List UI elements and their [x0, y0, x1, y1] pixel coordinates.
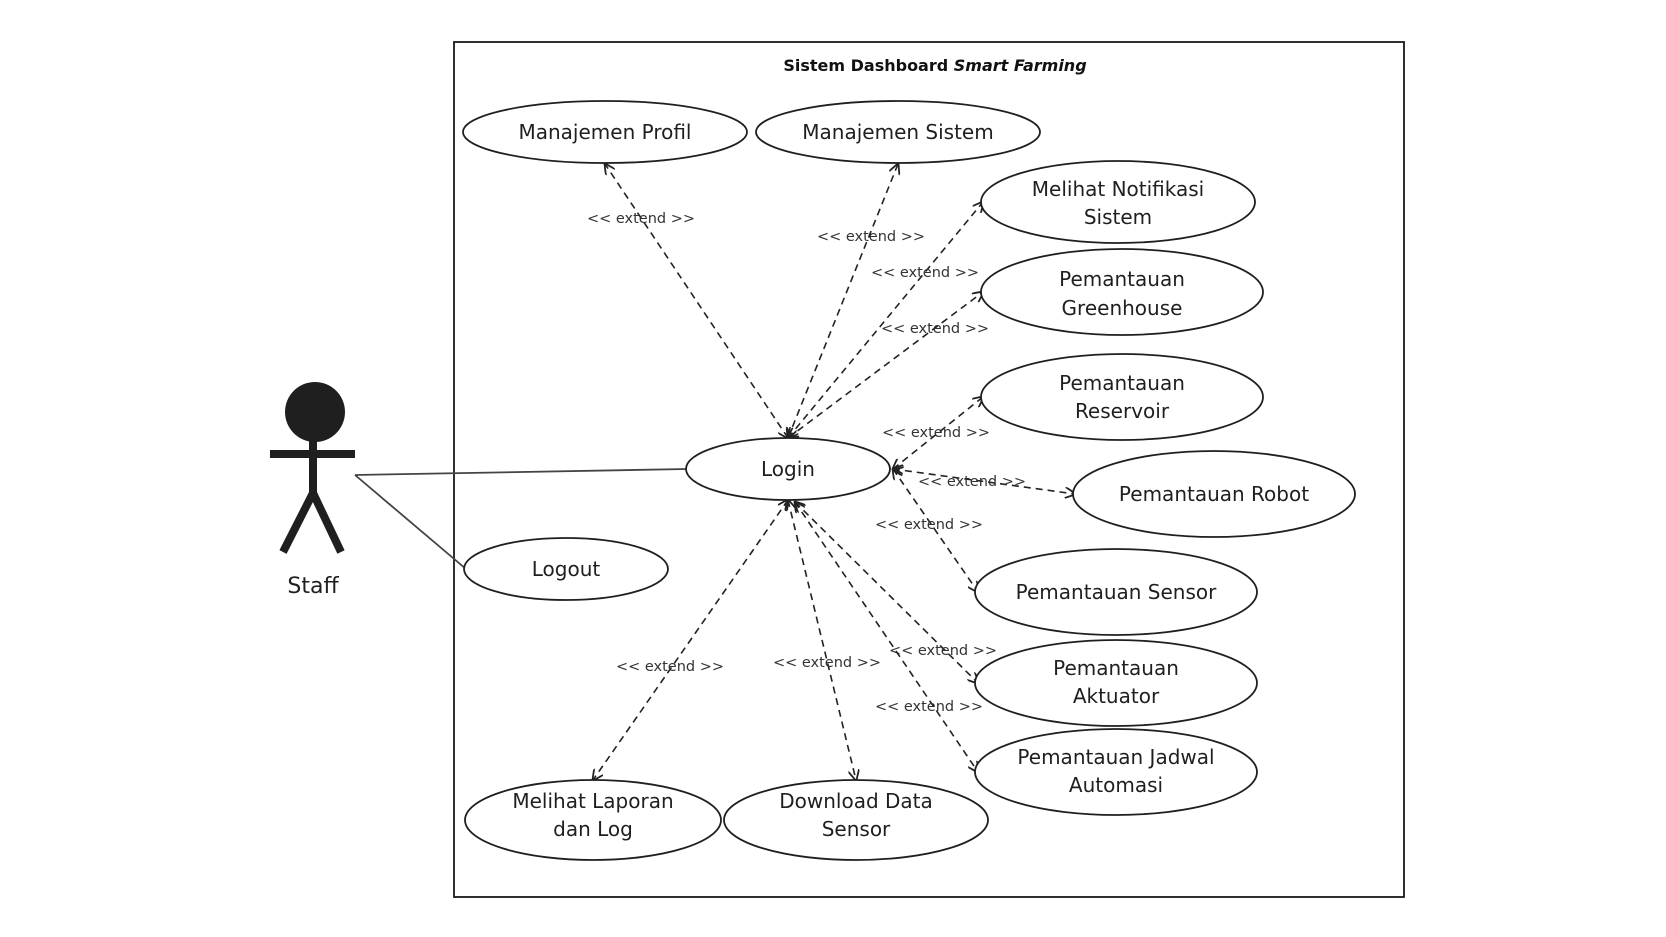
extend-label-robot: << extend >> — [918, 474, 1026, 490]
extend-line-laporan — [593, 500, 788, 780]
association-staff-logout — [354, 474, 467, 570]
extend-label-greenhouse: << extend >> — [881, 321, 989, 337]
use-case-pemantauan-greenhouse-label-1: Pemantauan — [1059, 267, 1185, 291]
extend-label-sensor: << extend >> — [875, 517, 983, 533]
extend-relations: << extend >> << extend >> << extend >> <… — [587, 164, 1075, 780]
extend-line-greenhouse — [788, 292, 983, 438]
use-case-manajemen-sistem-label: Manajemen Sistem — [802, 120, 993, 144]
actor-label: Staff — [287, 574, 339, 599]
use-case-pemantauan-sensor-label: Pemantauan Sensor — [1016, 580, 1217, 604]
use-case-pemantauan-aktuator-label-2: Aktuator — [1073, 684, 1160, 708]
use-case-pemantauan-reservoir-label-2: Reservoir — [1075, 399, 1170, 423]
use-case-pemantauan-greenhouse-label-2: Greenhouse — [1062, 296, 1183, 320]
use-case-pemantauan-jadwal-label-1: Pemantauan Jadwal — [1017, 745, 1214, 769]
actor-staff: Staff — [270, 382, 355, 599]
use-case-pemantauan-sensor: Pemantauan Sensor — [974, 548, 1258, 636]
use-case-pemantauan-reservoir: Pemantauan Reservoir — [980, 353, 1264, 441]
use-case-pemantauan-aktuator: Pemantauan Aktuator — [974, 639, 1258, 727]
use-case-logout-label: Logout — [532, 557, 601, 581]
use-case-download-data: Download Data Sensor — [723, 779, 989, 861]
extend-line-download — [788, 500, 856, 780]
use-case-manajemen-profil-label: Manajemen Profil — [518, 120, 691, 144]
use-case-manajemen-sistem: Manajemen Sistem — [755, 100, 1041, 164]
extend-line-jadwal — [795, 502, 978, 772]
extend-label-notifikasi: << extend >> — [871, 265, 979, 281]
actor-right-leg — [309, 491, 345, 554]
use-case-pemantauan-aktuator-label-1: Pemantauan — [1053, 656, 1179, 680]
use-case-melihat-notifikasi-label-1: Melihat Notifikasi — [1032, 177, 1204, 201]
use-case-login-label: Login — [761, 457, 815, 481]
use-case-melihat-laporan-label-1: Melihat Laporan — [512, 789, 673, 813]
system-title: Sistem Dashboard Smart Farming — [783, 56, 1086, 75]
use-case-melihat-laporan: Melihat Laporan dan Log — [464, 779, 722, 861]
extend-label-laporan: << extend >> — [616, 659, 724, 675]
use-case-login: Login — [685, 437, 891, 501]
use-case-melihat-notifikasi: Melihat Notifikasi Sistem — [980, 160, 1256, 244]
use-case-download-data-label-2: Sensor — [822, 817, 891, 841]
use-case-logout: Logout — [463, 537, 669, 601]
use-case-pemantauan-reservoir-label-1: Pemantauan — [1059, 371, 1185, 395]
use-case-melihat-notifikasi-label-2: Sistem — [1084, 205, 1152, 229]
actor-left-leg — [279, 491, 317, 554]
extend-label-profil: << extend >> — [587, 211, 695, 227]
system-boundary — [453, 41, 1405, 898]
extend-label-jadwal: << extend >> — [875, 699, 983, 715]
association-staff-login — [354, 468, 688, 476]
use-case-download-data-label-1: Download Data — [779, 789, 933, 813]
use-case-manajemen-profil: Manajemen Profil — [462, 100, 748, 164]
extend-label-download: << extend >> — [773, 655, 881, 671]
use-case-pemantauan-jadwal-label-2: Automasi — [1069, 773, 1163, 797]
use-case-pemantauan-robot-label: Pemantauan Robot — [1119, 482, 1309, 506]
use-case-pemantauan-jadwal: Pemantauan Jadwal Automasi — [974, 728, 1258, 816]
extend-line-sistem — [788, 164, 898, 438]
use-case-pemantauan-robot: Pemantauan Robot — [1072, 450, 1356, 538]
extend-label-reservoir: << extend >> — [882, 425, 990, 441]
extend-line-profil — [605, 164, 788, 438]
extend-label-sistem: << extend >> — [817, 229, 925, 245]
extend-label-aktuator: << extend >> — [889, 643, 997, 659]
extend-line-reservoir — [893, 397, 983, 469]
actor-head — [285, 382, 345, 442]
use-case-pemantauan-greenhouse: Pemantauan Greenhouse — [980, 248, 1264, 336]
use-case-melihat-laporan-label-2: dan Log — [553, 817, 633, 841]
